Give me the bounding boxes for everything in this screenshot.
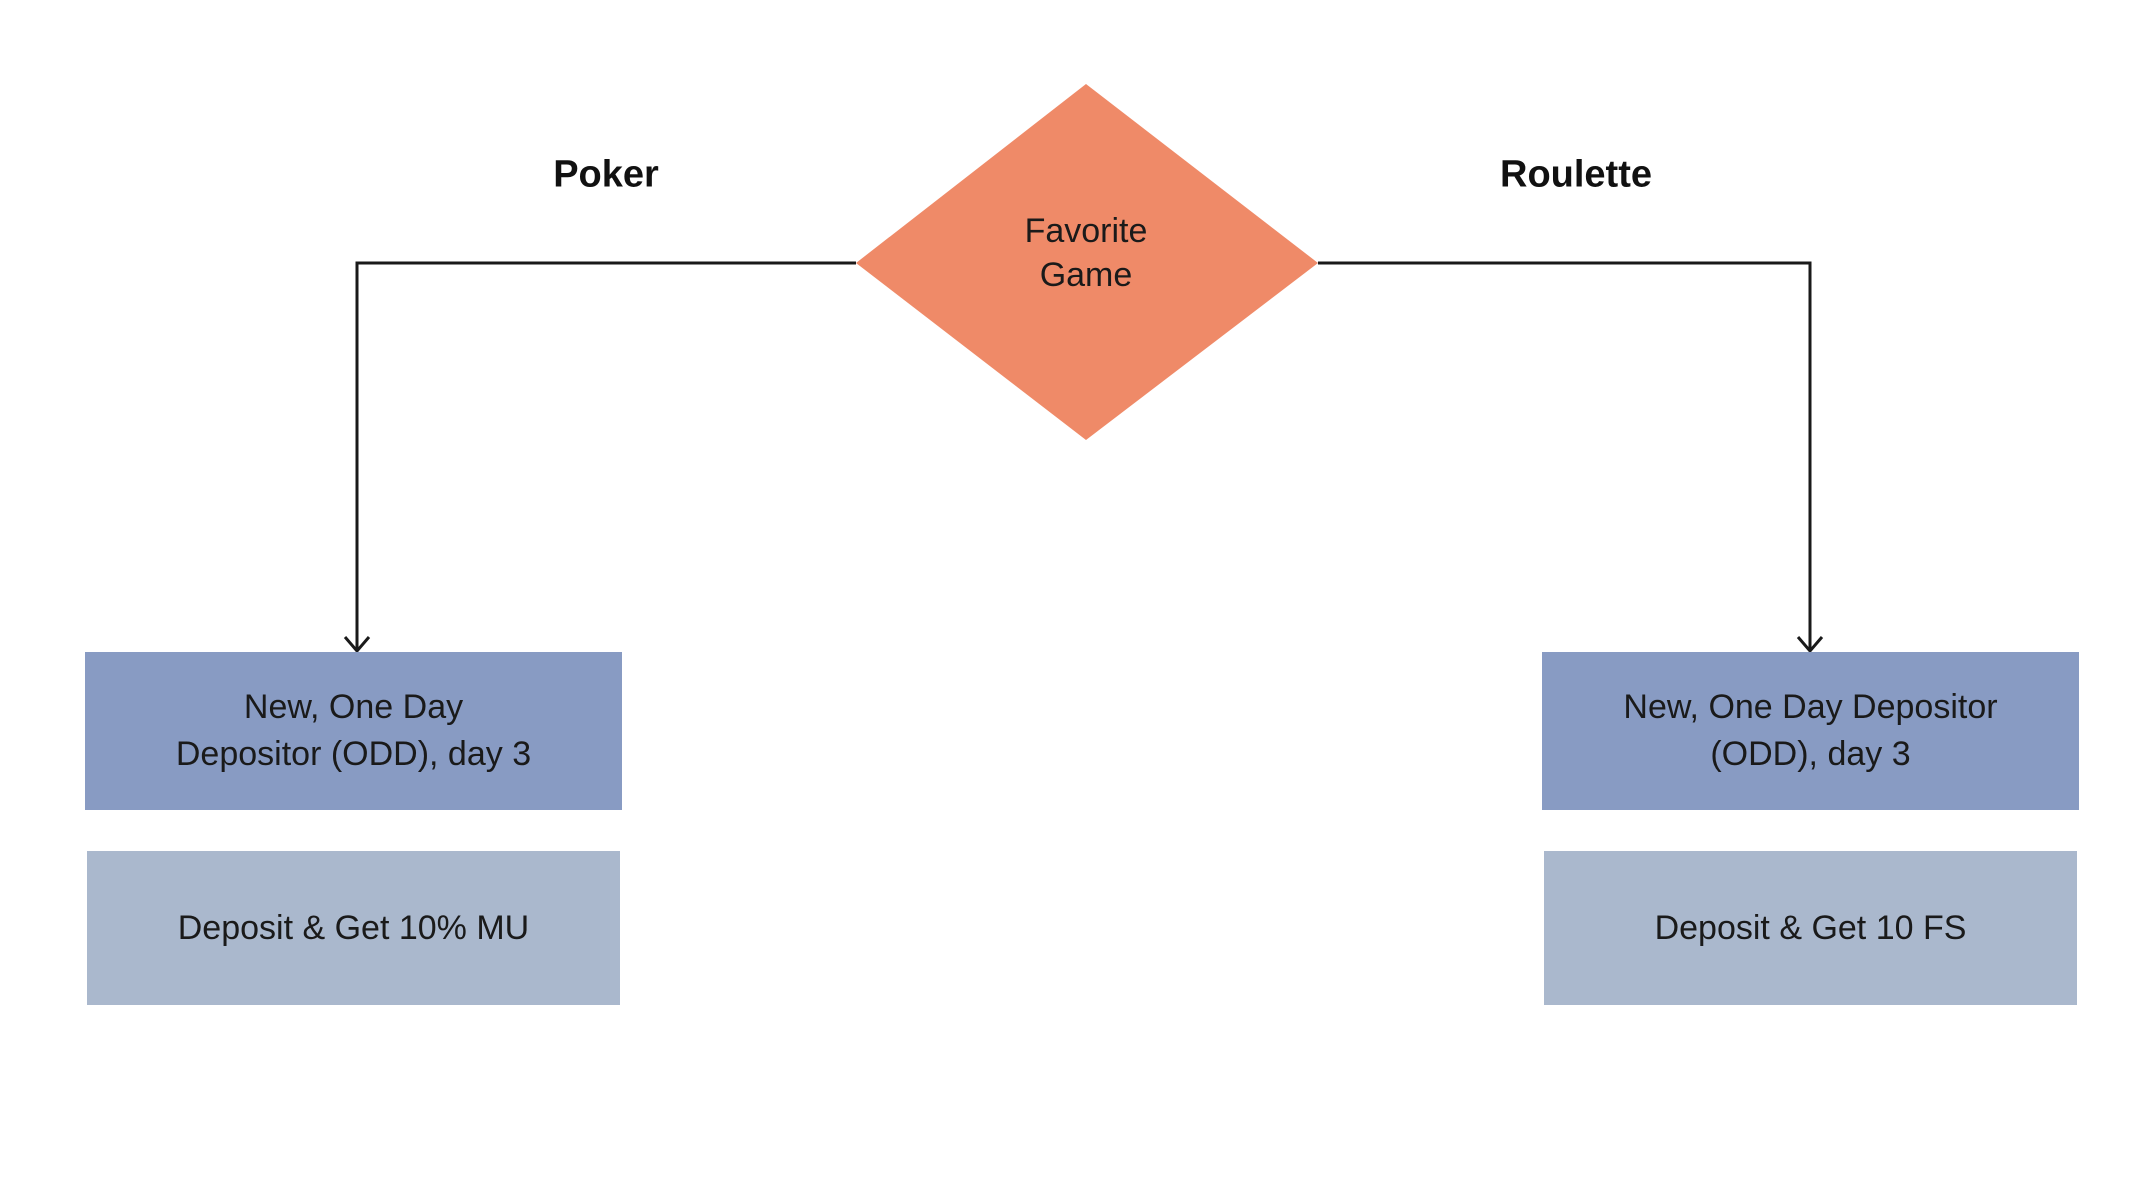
offer-box-roulette: Deposit & Get 10 FS <box>1544 851 2077 1005</box>
connector-left <box>355 261 856 650</box>
segment-poker-line1: New, One Day <box>243 688 464 726</box>
decision-label: Favorite Game <box>956 209 1216 297</box>
offer-box-poker: Deposit & Get 10% MU <box>87 851 620 1005</box>
segment-box-poker: New, One Day Depositor (ODD), day 3 <box>85 652 622 810</box>
branch-label-roulette: Roulette <box>1500 153 1652 196</box>
decision-label-line1: Favorite <box>1024 212 1148 250</box>
decision-label-line2: Game <box>1039 256 1133 294</box>
segment-roulette-line1: New, One Day Depositor <box>1623 688 1998 726</box>
segment-box-roulette: New, One Day Depositor (ODD), day 3 <box>1542 652 2079 810</box>
arrowhead-right <box>1796 636 1824 654</box>
offer-roulette-label: Deposit & Get 10 FS <box>1654 908 1967 947</box>
connector-right <box>1318 261 1812 650</box>
decision-diamond <box>856 84 1318 440</box>
offer-poker-label: Deposit & Get 10% MU <box>177 908 530 947</box>
arrowhead-left <box>343 636 371 654</box>
branch-label-poker: Poker <box>553 153 659 196</box>
segment-poker-line2: Depositor (ODD), day 3 <box>175 735 532 773</box>
segment-roulette-line2: (ODD), day 3 <box>1710 735 1911 773</box>
